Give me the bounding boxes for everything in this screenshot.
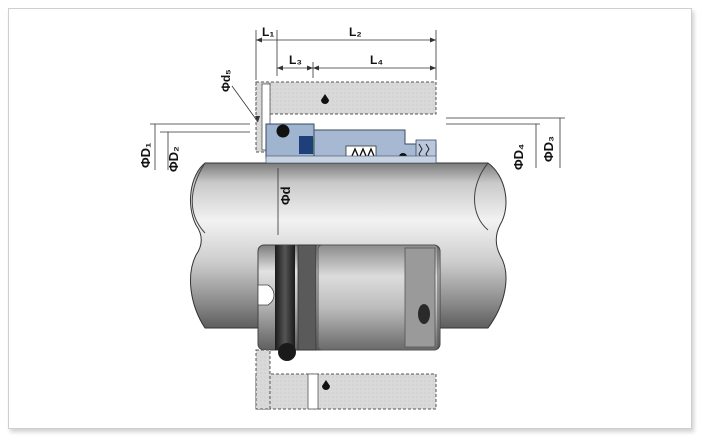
seal-chamber-housing-lower	[255, 349, 437, 410]
label-D1: ΦD₁	[138, 143, 153, 168]
seal-chamber-housing-upper	[255, 81, 437, 153]
seal-cross-section-upper	[265, 123, 437, 164]
label-d5: Φd₅	[219, 69, 233, 92]
label-L3: L₃	[289, 53, 302, 67]
label-D3: ΦD₃	[541, 136, 556, 162]
label-L4: L₄	[370, 53, 383, 67]
label-D2: ΦD₂	[166, 146, 181, 172]
label-L2: L₂	[349, 25, 362, 39]
dimension-arrows	[255, 37, 436, 122]
label-D4: ΦD₄	[511, 144, 526, 170]
label-L1: L₁	[262, 25, 274, 39]
dimension-lines	[150, 30, 565, 235]
label-shaft-d: Φd	[278, 186, 293, 205]
rotating-seal-body	[257, 244, 441, 361]
